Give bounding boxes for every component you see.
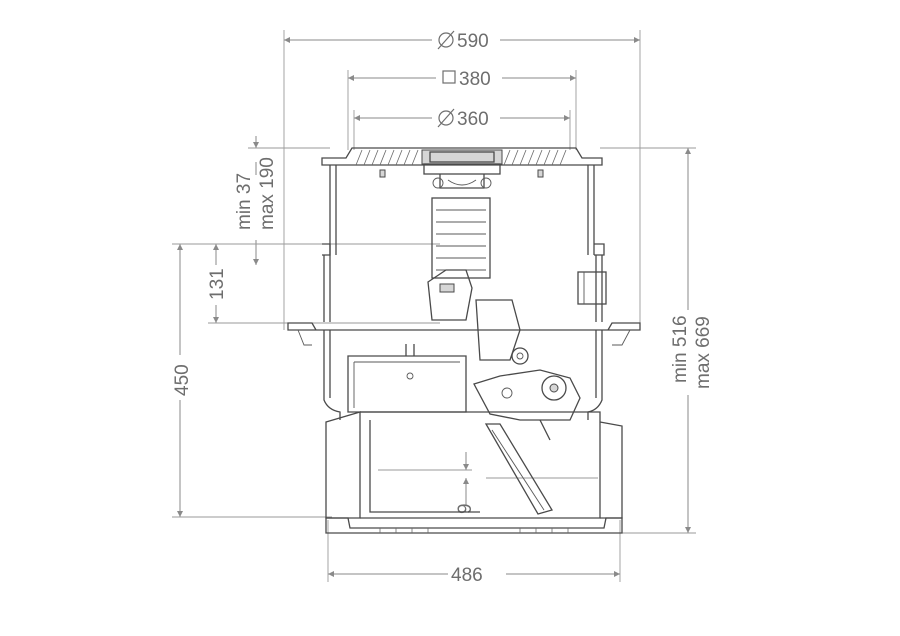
diameter-symbol-icon — [437, 30, 455, 50]
dim-total-height: min 516 max 669 — [600, 147, 714, 534]
dim-height-adjust-min: min 37 — [234, 173, 255, 230]
dim-outlet-offset: 9 — [378, 452, 598, 514]
grate-top — [321, 147, 603, 189]
dim-height-adjust-max: max 190 — [257, 157, 278, 230]
dim-height-adjust: min 37 max 190 — [234, 136, 330, 265]
dim-top-diameter-value: 590 — [457, 31, 489, 52]
dim-square-value: 380 — [459, 69, 491, 90]
lower-body — [325, 344, 623, 534]
dim-inner-diameter-value: 360 — [457, 109, 489, 130]
dim-131-value: 131 — [207, 268, 228, 300]
middle-body — [287, 255, 641, 420]
dim-450-value: 450 — [172, 364, 193, 396]
square-symbol-icon — [442, 70, 456, 84]
dim-inner-diameter: 360 — [353, 108, 571, 150]
dim-total-height-min: min 516 — [670, 315, 691, 383]
dim-outlet-offset-value: 9 — [455, 503, 476, 514]
dim-total-height-max: max 669 — [693, 316, 714, 389]
dim-450: 450 — [172, 243, 332, 518]
diameter-symbol-icon — [437, 108, 455, 128]
upper-body — [322, 165, 607, 305]
dim-top-diameter: 590 — [283, 30, 641, 330]
dim-bottom-width: 486 — [327, 520, 621, 586]
dim-square: 380 — [347, 69, 577, 150]
dim-bottom-width-value: 486 — [451, 565, 483, 586]
